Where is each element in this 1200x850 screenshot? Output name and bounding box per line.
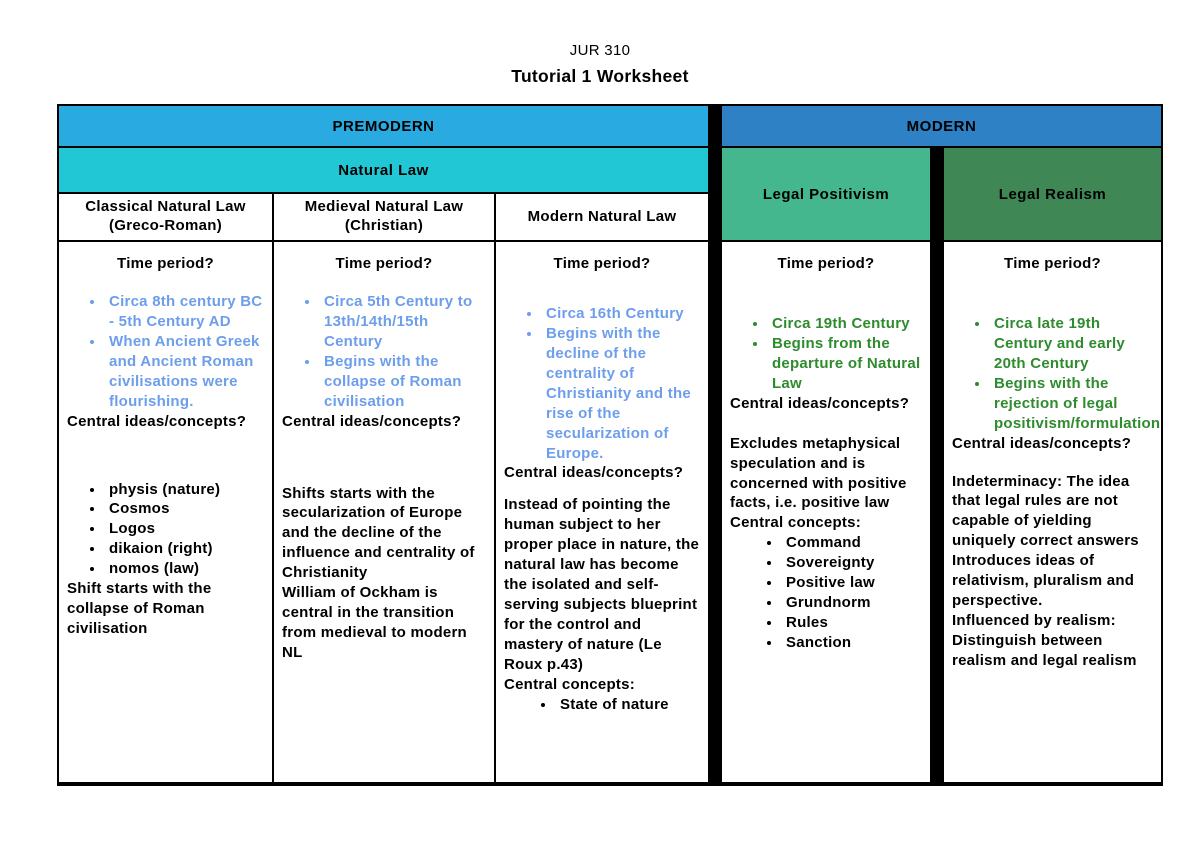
header-legal-realism: Legal Realism bbox=[944, 148, 1161, 240]
bullet-item: When Ancient Greek and Ancient Roman civ… bbox=[105, 332, 264, 412]
page-title: Tutorial 1 Worksheet bbox=[511, 66, 689, 86]
note-paragraph: William of Ockham is central in the tran… bbox=[282, 584, 467, 661]
central-ideas-heading: Central ideas/concepts? bbox=[952, 434, 1132, 452]
bullet-item: nomos (law) bbox=[105, 559, 264, 579]
cell-legal-realism: Time period? Circa late 19th Century and… bbox=[944, 242, 1161, 782]
cell-modern-natural-law: Time period? Circa 16th Century Begins w… bbox=[496, 242, 708, 782]
bullet-item: dikaion (right) bbox=[105, 539, 264, 559]
note-paragraph: Shift starts with the collapse of Roman … bbox=[67, 580, 212, 638]
central-ideas-heading: Central ideas/concepts? bbox=[730, 394, 910, 412]
header-natural-law: Natural Law bbox=[59, 148, 708, 192]
note-paragraph: Introduces ideas of relativism, pluralis… bbox=[952, 552, 1135, 610]
cell-medieval-natural-law: Time period? Circa 5th Century to 13th/1… bbox=[274, 242, 494, 782]
cell-classical-natural-law: Time period? Circa 8th century BC - 5th … bbox=[59, 242, 272, 782]
bullet-item: Circa 19th Century bbox=[768, 314, 922, 334]
time-period-list: Circa 19th Century Begins from the depar… bbox=[730, 314, 922, 394]
time-period-list: Circa late 19th Century and early 20th C… bbox=[952, 314, 1160, 434]
concepts-list: physis (nature) Cosmos Logos dikaion (ri… bbox=[67, 480, 264, 580]
note-paragraph: Excludes metaphysical speculation and is… bbox=[730, 434, 907, 512]
note-paragraph: Influenced by realism: Distinguish betwe… bbox=[952, 612, 1137, 669]
bullet-item: Logos bbox=[105, 519, 264, 539]
bullet-item: Circa 5th Century to 13th/14th/15th Cent… bbox=[320, 292, 486, 352]
bullet-item: Circa late 19th Century and early 20th C… bbox=[990, 314, 1153, 374]
course-code: JUR 310 bbox=[569, 42, 631, 59]
subheader-modern-natural-law: Modern Natural Law bbox=[496, 194, 708, 240]
note-paragraph: Indeterminacy: The idea that legal rules… bbox=[952, 472, 1139, 550]
time-period-list: Circa 8th century BC - 5th Century AD Wh… bbox=[67, 292, 264, 412]
worksheet-table: PREMODERN MODERN Natural Law Legal Posit… bbox=[57, 104, 1163, 786]
time-period-list: Circa 16th Century Begins with the decli… bbox=[504, 304, 700, 464]
header-modern: MODERN bbox=[722, 106, 1161, 146]
cell-legal-positivism: Time period? Circa 19th Century Begins f… bbox=[722, 242, 930, 782]
note-paragraph: Instead of pointing the human subject to… bbox=[504, 496, 700, 673]
bullet-item: Begins with the rejection of legal posit… bbox=[990, 374, 1160, 434]
bullet-item: Rules bbox=[782, 613, 922, 633]
central-ideas-heading: Central ideas/concepts? bbox=[504, 464, 684, 482]
bullet-item: Begins with the decline of the centralit… bbox=[542, 324, 700, 464]
time-period-heading: Time period? bbox=[553, 255, 651, 272]
bullet-item: physis (nature) bbox=[105, 480, 264, 500]
bullet-item: Cosmos bbox=[105, 499, 264, 519]
column-divider bbox=[932, 148, 942, 782]
section-divider bbox=[710, 106, 720, 782]
central-concepts-list: Command Sovereignty Positive law Grundno… bbox=[730, 533, 922, 653]
time-period-heading: Time period? bbox=[1004, 255, 1101, 272]
bullet-item: State of nature bbox=[556, 695, 700, 715]
document-header: JUR 310 Tutorial 1 Worksheet bbox=[0, 0, 1200, 87]
bullet-item: Begins with the collapse of Roman civili… bbox=[320, 352, 486, 412]
note-paragraph: Shifts starts with the secularization of… bbox=[282, 484, 475, 582]
bullet-item: Positive law bbox=[782, 573, 922, 593]
header-legal-positivism: Legal Positivism bbox=[722, 148, 930, 240]
time-period-heading: Time period? bbox=[117, 255, 214, 272]
bullet-item: Sovereignty bbox=[782, 553, 922, 573]
subheader-classical-natural-law: Classical Natural Law (Greco-Roman) bbox=[59, 194, 272, 240]
central-concepts-list: State of nature bbox=[504, 695, 700, 715]
central-ideas-heading: Central ideas/concepts? bbox=[282, 412, 462, 430]
bullet-item: Sanction bbox=[782, 633, 922, 653]
bullet-item: Grundnorm bbox=[782, 593, 922, 613]
header-premodern: PREMODERN bbox=[59, 106, 708, 146]
bullet-item: Begins from the departure of Natural Law bbox=[768, 334, 922, 394]
bullet-item: Circa 16th Century bbox=[542, 304, 700, 324]
central-ideas-heading: Central ideas/concepts? bbox=[67, 412, 247, 430]
time-period-heading: Time period? bbox=[777, 255, 875, 272]
bullet-item: Command bbox=[782, 533, 922, 553]
subheader-medieval-natural-law: Medieval Natural Law (Christian) bbox=[274, 194, 494, 240]
bullet-item: Circa 8th century BC - 5th Century AD bbox=[105, 292, 264, 332]
central-concepts-label: Central concepts: bbox=[504, 675, 635, 693]
time-period-list: Circa 5th Century to 13th/14th/15th Cent… bbox=[282, 292, 486, 412]
time-period-heading: Time period? bbox=[335, 255, 433, 272]
central-concepts-label: Central concepts: bbox=[730, 514, 861, 532]
